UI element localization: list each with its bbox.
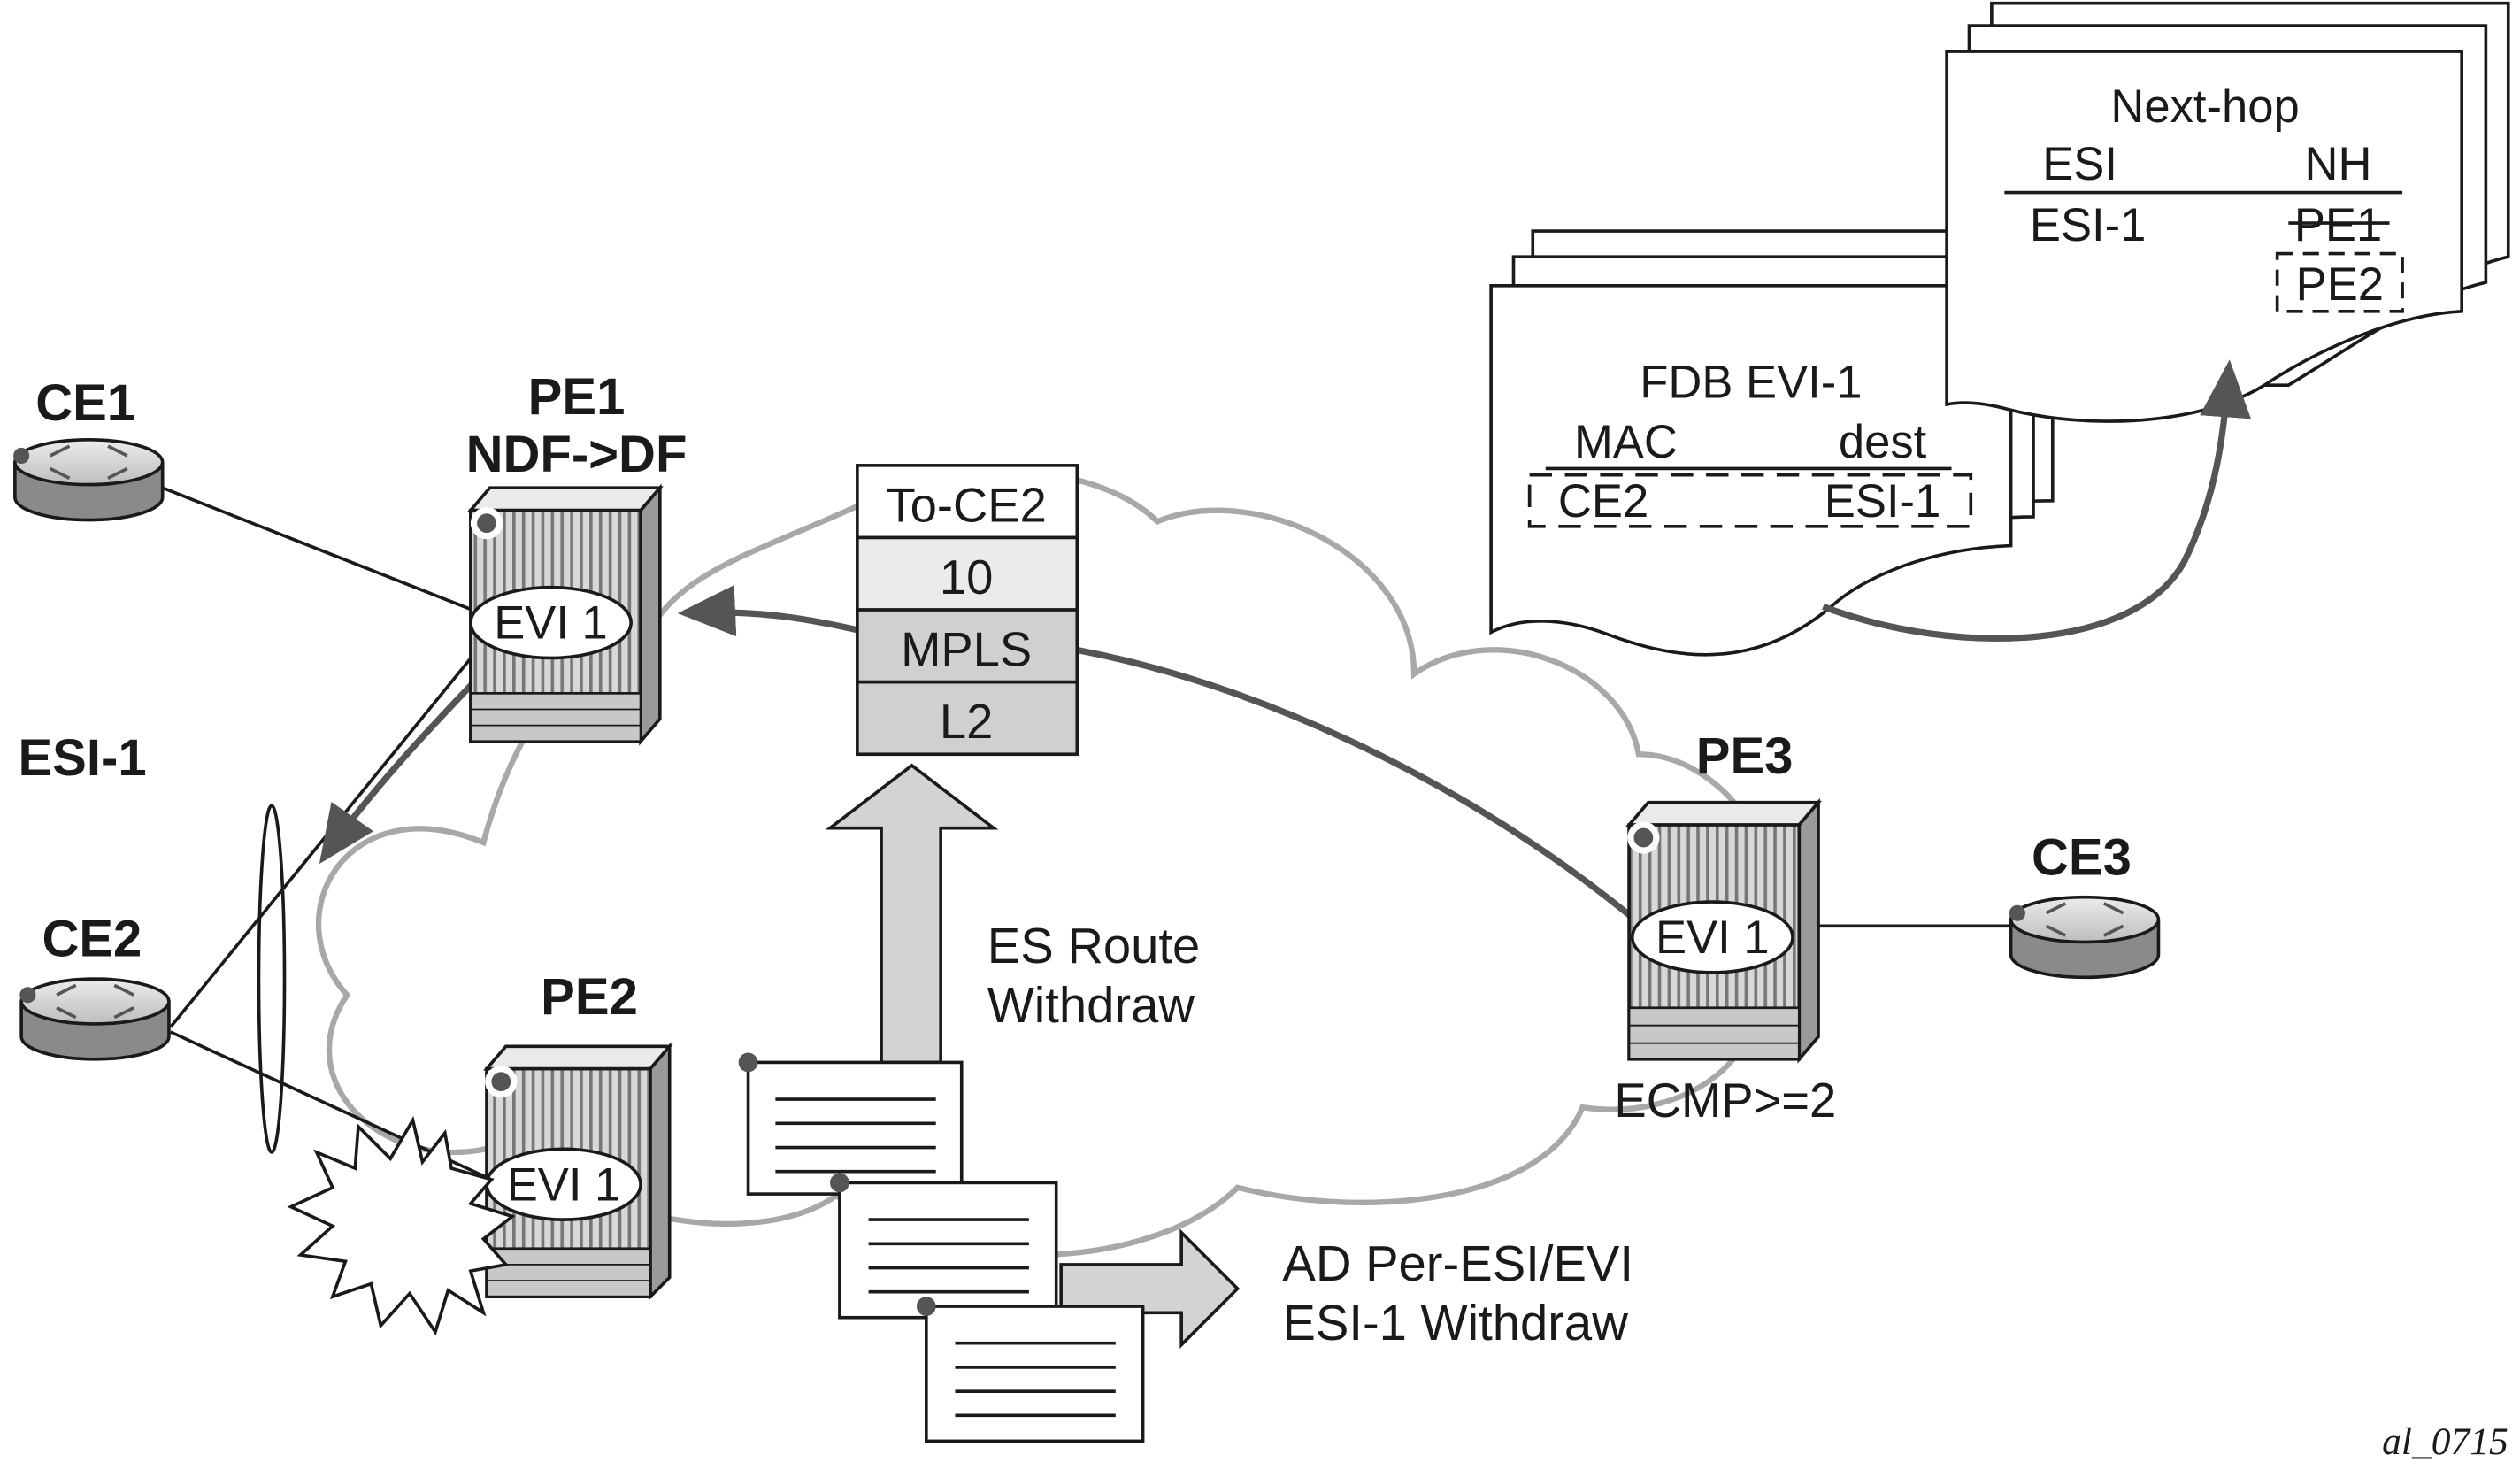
traffic-path-pe3-to-pe1 bbox=[1076, 646, 1641, 926]
ce2-port-dot bbox=[19, 987, 36, 1004]
nexthop-table-title: Next-hop bbox=[2110, 81, 2299, 133]
packet-row-mpls: MPLS bbox=[901, 623, 1032, 677]
ce3-router bbox=[2009, 895, 2161, 980]
nexthop-cell-old-nh: PE1 bbox=[2294, 199, 2382, 251]
nexthop-header-nh: NH bbox=[2305, 138, 2372, 190]
fdb-header-dest: dest bbox=[1839, 416, 1927, 468]
pe1-router: EVI 1 bbox=[466, 483, 664, 746]
pe3-ecmp-note: ECMP>=2 bbox=[1614, 1074, 1836, 1128]
route-message-doc-3 bbox=[916, 1297, 1145, 1443]
ad-route-label-line2: ESI-1 Withdraw bbox=[1282, 1295, 1628, 1351]
ce1-label: CE1 bbox=[35, 374, 135, 432]
pe3-label: PE3 bbox=[1696, 727, 1794, 785]
pe2-router: EVI 1 bbox=[483, 1042, 673, 1301]
nexthop-cell-esi: ESI-1 bbox=[2030, 199, 2147, 251]
nexthop-table-stack: Next-hop ESI NH ESI-1 PE1 PE2 bbox=[1945, 1, 2510, 423]
ce2-label: CE2 bbox=[42, 911, 142, 968]
fdb-table-stack: FDB EVI-1 MAC dest CE2 ESI-1 bbox=[1489, 229, 2055, 657]
failure-starburst-icon bbox=[287, 1115, 516, 1336]
ce3-label: CE3 bbox=[2032, 828, 2132, 886]
es-route-label-line2: Withdraw bbox=[987, 977, 1195, 1033]
figure-id: al_0715 bbox=[2382, 1420, 2508, 1463]
fdb-table-title: FDB EVI-1 bbox=[1640, 357, 1862, 409]
pe3-evi-ellipse bbox=[1630, 900, 1794, 974]
ad-route-label-line1: AD Per-ESI/EVI bbox=[1282, 1235, 1633, 1291]
packet-header-stack: To-CE2 10 MPLS L2 bbox=[856, 464, 1079, 757]
esi-bundle-ellipse bbox=[257, 804, 287, 1154]
ce1-port-dot bbox=[13, 447, 30, 465]
ce1-router bbox=[13, 438, 165, 522]
fdb-cell-dest: ESI-1 bbox=[1825, 475, 1941, 527]
pe1-evi-label: EVI 1 bbox=[494, 597, 608, 650]
link-ce1-pe1 bbox=[162, 486, 481, 615]
route-message-doc-1 bbox=[738, 1052, 964, 1196]
pe3-evi-label: EVI 1 bbox=[1656, 912, 1770, 964]
es-route-up-arrow bbox=[825, 763, 999, 1065]
ce2-router bbox=[19, 977, 171, 1061]
esi-label: ESI-1 bbox=[18, 729, 146, 787]
es-route-label-line1: ES Route bbox=[987, 918, 1201, 974]
pe1-evi-ellipse bbox=[469, 585, 633, 660]
ce3-port-dot bbox=[2009, 904, 2025, 921]
route-message-doc-2 bbox=[830, 1173, 1058, 1320]
pe2-label: PE2 bbox=[541, 968, 638, 1026]
pe1-state-label: NDF->DF bbox=[466, 426, 688, 483]
fdb-highlight-row bbox=[1527, 473, 1973, 528]
packet-row-l2: L2 bbox=[940, 695, 993, 749]
nexthop-header-esi: ESI bbox=[2042, 138, 2117, 190]
pe2-evi-label: EVI 1 bbox=[507, 1158, 621, 1211]
nexthop-new-nh-box bbox=[2275, 251, 2404, 313]
fdb-header-mac: MAC bbox=[1574, 416, 1678, 468]
fdb-to-nexthop-arrow bbox=[1822, 359, 2252, 642]
traffic-arrow-into-pe1 bbox=[677, 585, 862, 637]
pe3-router: EVI 1 bbox=[1625, 797, 1822, 1064]
fdb-cell-mac: CE2 bbox=[1558, 475, 1648, 527]
nexthop-cell-new-nh: PE2 bbox=[2296, 258, 2384, 311]
packet-row-label: 10 bbox=[940, 550, 993, 604]
packet-row-to-ce2: To-CE2 bbox=[887, 478, 1047, 532]
pe1-label: PE1 bbox=[528, 368, 626, 426]
